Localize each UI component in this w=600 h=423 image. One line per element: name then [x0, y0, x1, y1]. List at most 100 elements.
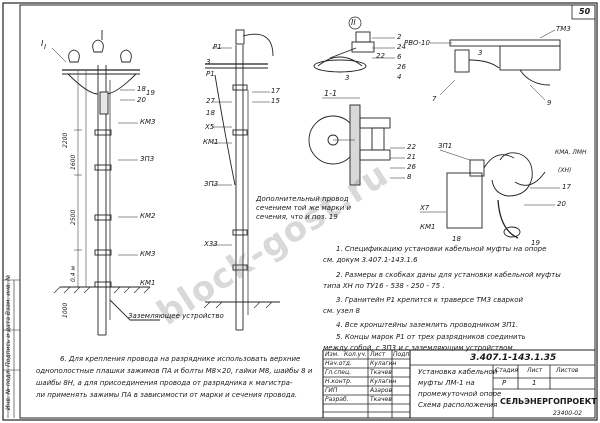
tb-role: ГИП — [325, 387, 338, 394]
view2-callout-3: 3 — [345, 74, 350, 82]
note6-line: шайбы 8Н, а для присоединения провода от… — [36, 379, 293, 387]
tb-header-cell: Лист — [370, 351, 386, 358]
pole1-callout-km3b: КМ3 — [140, 250, 156, 258]
view2-callout-4: 4 — [397, 73, 402, 81]
sec11-callout-21: 21 — [407, 153, 416, 161]
pole1-dim-1000: 1000 — [62, 302, 69, 318]
pole2-callout-x33: Х33 — [204, 240, 218, 248]
tb-stage-value: Р — [502, 379, 507, 387]
tb-title-line: Установка кабельной — [418, 368, 498, 376]
pole2-callout-17: 17 — [271, 87, 280, 95]
pole1-callout-zp3: ЗП3 — [140, 155, 155, 163]
side-stamp-text: Инв. № подл. Подпись и дата Взам. инв. № — [5, 274, 12, 410]
note-line: между собой, с ЗП3 и с заземляющим устро… — [323, 344, 515, 352]
pole2-additional-wire-note: Дополнительный провод сечением той же ма… — [256, 195, 352, 221]
sleeve-detail-drawing — [420, 149, 560, 239]
pole1-dim-1600: 1600 — [70, 154, 77, 170]
note-line: 3. Гранитейн Р1 крепится к траверсе ТМ3 … — [336, 296, 524, 304]
detail-callout-zp1: ЗП1 — [438, 142, 453, 150]
pole1-callout-18: 18 — [137, 85, 146, 93]
tb-person: Кулагин — [370, 378, 397, 385]
view-II-marker: II — [351, 18, 356, 27]
view-II-drawing — [313, 16, 395, 73]
note-line: см. узел 8 — [323, 307, 360, 315]
pole1-callout-km3a: КМ3 — [140, 118, 156, 126]
view1-callout-tm3: ТМ3 — [556, 25, 571, 33]
detail-callout-x7: Х7 — [420, 204, 430, 212]
tb-person: Ткачев — [370, 369, 392, 376]
note6-line: 6. Для крепления провода на разряднике и… — [60, 355, 301, 363]
note-line: см. докум 3.407.1-143.1.6 — [323, 256, 418, 264]
view1-callout-7: 7 — [432, 95, 437, 103]
note6-line: ли применять зажимы ПА в зависимости от … — [36, 391, 298, 399]
tb-sheet-value: 1 — [532, 379, 537, 387]
detail-callout-kma: КМА, ЛМН — [555, 149, 587, 156]
view2-callout-26: 26 — [397, 63, 406, 71]
view2-callout-24: 24 — [397, 43, 406, 51]
title-block-frame — [322, 349, 595, 418]
pole1-callout-19: 19 — [146, 89, 155, 97]
note-line: 2. Размеры в скобках даны для установки … — [336, 271, 561, 279]
tb-doc-code: 3.407.1-143.1.35 — [470, 353, 557, 363]
pole2-callout-p1b: Р1 — [206, 70, 215, 78]
sec11-callout-8: 8 — [407, 173, 412, 181]
pole2-callout-18: 18 — [206, 109, 215, 117]
pole-2-drawing — [203, 29, 280, 331]
section-1-1-label: 1-1 — [324, 89, 338, 98]
detail-callout-19: 19 — [531, 239, 540, 247]
tb-person: Ткачев — [370, 396, 392, 403]
pole-1-drawing — [51, 30, 160, 336]
tb-role: Нач.отд. — [325, 360, 352, 367]
pole1-callout-km2: КМ2 — [140, 212, 156, 220]
tb-col-stage: Стадия — [495, 367, 519, 374]
sec11-callout-22: 22 — [407, 143, 416, 151]
note-line: 4. Все кронштейны заземлить проводником … — [336, 321, 519, 329]
note6-line: однополостные плашки зажимов ПА и болты … — [36, 367, 313, 375]
tb-header-cell: Изм. — [325, 351, 340, 358]
tb-col-sheet: Лист — [527, 367, 543, 374]
detail-callout-xn: (ХН) — [558, 167, 572, 174]
tb-role: Разраб. — [325, 396, 349, 403]
tb-role: Гл.спец. — [325, 369, 351, 376]
view-I-drawing — [430, 29, 561, 101]
pole1-ground-label: Заземляющее устройство — [128, 312, 224, 320]
detail-callout-17: 17 — [562, 183, 571, 191]
section-1-1-drawing — [308, 97, 405, 186]
view1-callout-9: 9 — [547, 99, 552, 107]
sec11-callout-26: 26 — [407, 163, 416, 171]
note-line: типа ХН по ТУ16 - 538 - 250 - 75 . — [323, 282, 445, 290]
pole1-dim-04m: 0.4 м — [70, 266, 77, 282]
tb-title-line: Схема расположения — [418, 401, 498, 409]
tb-title-line: промежуточной опоре — [418, 390, 502, 398]
detail-callout-km1: КМ1 — [420, 223, 436, 231]
tb-header-cell: Подп. — [393, 351, 412, 358]
pole1-dim-2500: 2500 — [70, 209, 77, 225]
detail-callout-18: 18 — [452, 235, 461, 243]
sheet-number-box — [571, 4, 596, 20]
detail-callout-20: 20 — [557, 200, 566, 208]
tb-organization: СЕЛЬЭНЕРГОПРОЕКТ — [500, 397, 597, 406]
tb-header-cell: Кол.уч. — [344, 351, 367, 358]
tb-col-sheets: Листов — [556, 367, 579, 374]
pole2-callout-3: 3 — [206, 58, 211, 66]
note-line: 1. Спецификацию установки кабельной муфт… — [336, 245, 547, 253]
view2-callout-2: 2 — [397, 33, 402, 41]
inner-frame — [19, 4, 596, 419]
tb-role: Н.контр. — [325, 378, 352, 385]
pole2-callout-p1: Р1 — [213, 43, 222, 51]
pole1-callout-km1: КМ1 — [140, 279, 156, 287]
pole1-callout-20: 20 — [137, 96, 146, 104]
pole1-dim-2200: 2200 — [62, 132, 69, 148]
note-line: 5. Концы марок Р1 от трех разрядников со… — [336, 333, 526, 341]
pole2-callout-15: 15 — [271, 97, 280, 105]
view1-callout-3: 3 — [478, 49, 483, 57]
pole2-callout-zp3: ЗП3 — [204, 180, 219, 188]
bottom-ref-number: 23400-02 — [553, 410, 582, 417]
pole2-callout-27: 27 — [206, 97, 215, 105]
tb-title-line: муфты ЛМ-1 на — [418, 379, 475, 387]
view-I-marker: I — [41, 39, 44, 48]
pole2-callout-km1: КМ1 — [203, 138, 219, 146]
pole1-callout-top: I — [44, 43, 47, 51]
